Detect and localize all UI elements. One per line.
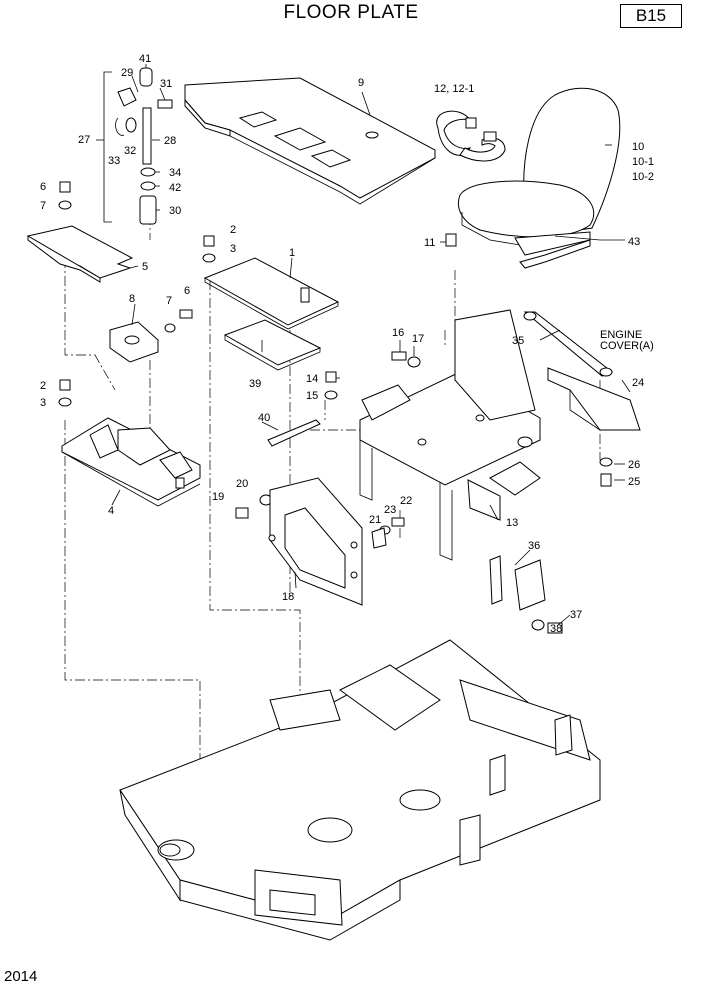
callout-10-2: 10-2 <box>632 171 654 183</box>
callout-21: 21 <box>369 514 381 526</box>
floor-plate-9 <box>184 77 436 205</box>
callout-39: 39 <box>249 378 261 390</box>
lever-base-4 <box>61 417 201 507</box>
callout-32: 32 <box>124 145 136 157</box>
callout-6-a: 6 <box>40 181 46 193</box>
callout-15: 15 <box>306 390 318 402</box>
callout-3-a: 3 <box>230 243 236 255</box>
callout-20: 20 <box>236 478 248 490</box>
callout-9: 9 <box>358 77 364 89</box>
callout-27: 27 <box>78 134 90 146</box>
callout-labels: 1 2 3 2 3 4 5 6 7 6 7 8 9 10 10-1 10-2 1… <box>40 53 654 635</box>
page-title: FLOOR PLATE <box>283 2 419 23</box>
callout-37: 37 <box>570 609 582 621</box>
cover-24 <box>547 367 641 431</box>
operator-seat-10 <box>457 87 621 269</box>
callout-6-b: 6 <box>184 285 190 297</box>
callout-36: 36 <box>528 540 540 552</box>
stay-35 <box>523 311 613 377</box>
callout-8: 8 <box>129 293 135 305</box>
callout-2-b: 2 <box>40 380 46 392</box>
cover-plate-5 <box>26 225 134 283</box>
callout-4: 4 <box>108 505 114 517</box>
bracket-8 <box>109 321 159 363</box>
callout-35: 35 <box>512 335 524 347</box>
callout-43: 43 <box>628 236 640 248</box>
callout-10: 10 <box>632 141 644 153</box>
callout-2-a: 2 <box>230 224 236 236</box>
callout-5: 5 <box>142 261 148 273</box>
callout-38: 38 <box>550 623 562 635</box>
callout-13: 13 <box>506 517 518 529</box>
relay-36 <box>489 555 546 611</box>
callout-12: 12, 12-1 <box>434 83 474 95</box>
upper-frame <box>119 639 601 941</box>
callout-1: 1 <box>289 247 295 259</box>
part-27-group-bracket <box>96 71 112 223</box>
bracket-21 <box>371 527 387 549</box>
callout-34: 34 <box>169 167 181 179</box>
callout-42: 42 <box>169 182 181 194</box>
callout-31: 31 <box>160 78 172 90</box>
callout-16: 16 <box>392 327 404 339</box>
callout-17: 17 <box>412 333 424 345</box>
callout-7-a: 7 <box>40 200 46 212</box>
callout-23: 23 <box>384 504 396 516</box>
fasteners <box>58 181 613 634</box>
engine-cover-note-line-1: ENGINE <box>600 329 642 341</box>
engine-cover-note-line-2: COVER(A) <box>600 340 654 352</box>
footer-year: 2014 <box>4 968 38 985</box>
callout-24: 24 <box>632 377 644 389</box>
callout-41: 41 <box>139 53 151 65</box>
callout-33: 33 <box>108 155 120 167</box>
seat-belt-12 <box>436 110 506 162</box>
callout-29: 29 <box>121 67 133 79</box>
page-code-box: B15 <box>620 4 682 28</box>
callout-10-1: 10-1 <box>632 156 654 168</box>
callout-25: 25 <box>628 476 640 488</box>
callout-26: 26 <box>628 459 640 471</box>
leader-lines <box>111 64 631 626</box>
callout-22: 22 <box>400 495 412 507</box>
callout-19: 19 <box>212 491 224 503</box>
mat-39 <box>223 319 322 371</box>
callout-18: 18 <box>282 591 294 603</box>
callout-30: 30 <box>169 205 181 217</box>
callout-14: 14 <box>306 373 318 385</box>
callout-11: 11 <box>424 237 435 249</box>
rod-40 <box>267 419 321 447</box>
callout-40: 40 <box>258 412 270 424</box>
floor-frame-13 <box>359 309 541 561</box>
callout-28: 28 <box>164 135 176 147</box>
inspection-plate-1 <box>203 257 340 330</box>
callout-3-b: 3 <box>40 397 46 409</box>
callout-7-b: 7 <box>166 295 172 307</box>
access-plate-18 <box>268 477 363 606</box>
